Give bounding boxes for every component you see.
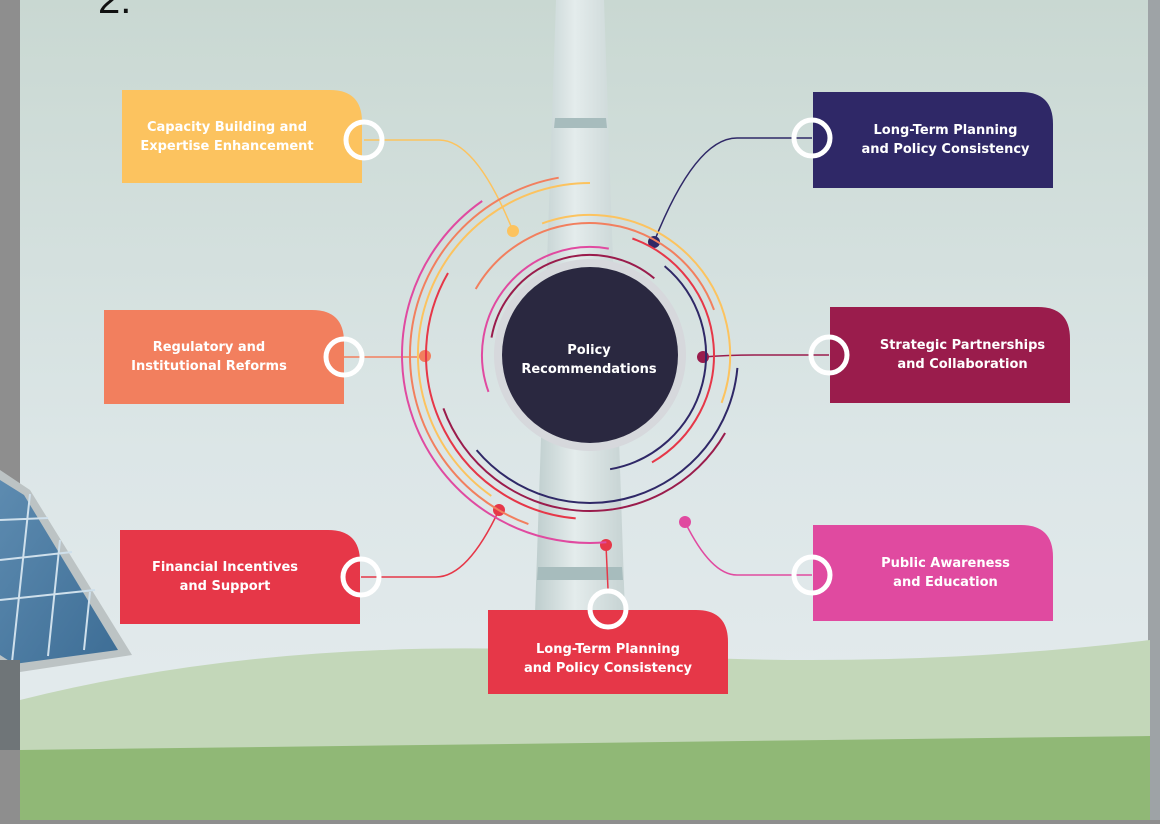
connector-dot [679, 516, 691, 528]
center-node [494, 259, 686, 451]
connector-line [364, 139, 514, 232]
connector-line [605, 544, 609, 590]
solar-panel-icon [0, 470, 132, 750]
ring-arc [442, 408, 726, 513]
ring-arc [408, 176, 559, 526]
card-label-strategic: Strategic Partnerships and Collaboration [879, 338, 1046, 372]
grass-foreground [20, 736, 1150, 820]
right-frame [1148, 0, 1160, 820]
center-title: Policy Recommendations [521, 343, 657, 377]
ring-arc [541, 213, 732, 404]
ring-arc [481, 245, 609, 393]
card-label-financial: Financial Incentives and Support [151, 560, 299, 594]
policy-card-long-term-bottom [488, 610, 728, 694]
connector-dot [697, 351, 709, 363]
step-number: 2. [98, 0, 132, 22]
ring-arc [490, 254, 655, 338]
policy-card-strategic [830, 307, 1070, 403]
ring-marker-icon [340, 556, 382, 598]
ring-arc [474, 222, 715, 311]
policy-card-long-term-top [813, 92, 1053, 188]
connector-line [684, 521, 812, 576]
connector-dot [507, 225, 519, 237]
ring-marker-icon [791, 117, 833, 159]
connector-lines [344, 137, 829, 590]
connector-line [361, 509, 500, 578]
policy-cards [104, 90, 1070, 694]
tower-band [537, 567, 623, 580]
card-label-regulatory: Regulatory and Institutional Reforms [131, 340, 287, 374]
concentric-rings [401, 176, 739, 544]
connector-line [653, 137, 812, 243]
center-circle [502, 267, 678, 443]
ring-marker-icon [343, 119, 385, 161]
ring-marker-icon [808, 334, 850, 376]
card-label-long-term-bottom: Long-Term Planning and Policy Consistenc… [523, 642, 693, 676]
ring-arc [416, 182, 591, 497]
ring-arc [475, 367, 739, 504]
tower-band [554, 118, 607, 128]
ring-arc [609, 265, 707, 471]
card-label-long-term-top: Long-Term Planning and Policy Consistenc… [861, 123, 1030, 157]
ring-arc [401, 200, 607, 544]
ring-marker-icon [587, 588, 629, 630]
policy-card-capacity [122, 90, 362, 183]
ring-arc [425, 272, 576, 520]
ring-marker-icon [323, 336, 365, 378]
ring-arc [632, 237, 715, 464]
card-label-capacity: Capacity Building and Expertise Enhancem… [140, 119, 314, 154]
ring-marker-icon [791, 554, 833, 596]
policy-card-financial [120, 530, 360, 624]
connector-dot [600, 539, 612, 551]
policy-card-regulatory [104, 310, 344, 404]
card-label-public: Public Awareness and Education [881, 556, 1010, 590]
policy-card-public [813, 525, 1053, 621]
